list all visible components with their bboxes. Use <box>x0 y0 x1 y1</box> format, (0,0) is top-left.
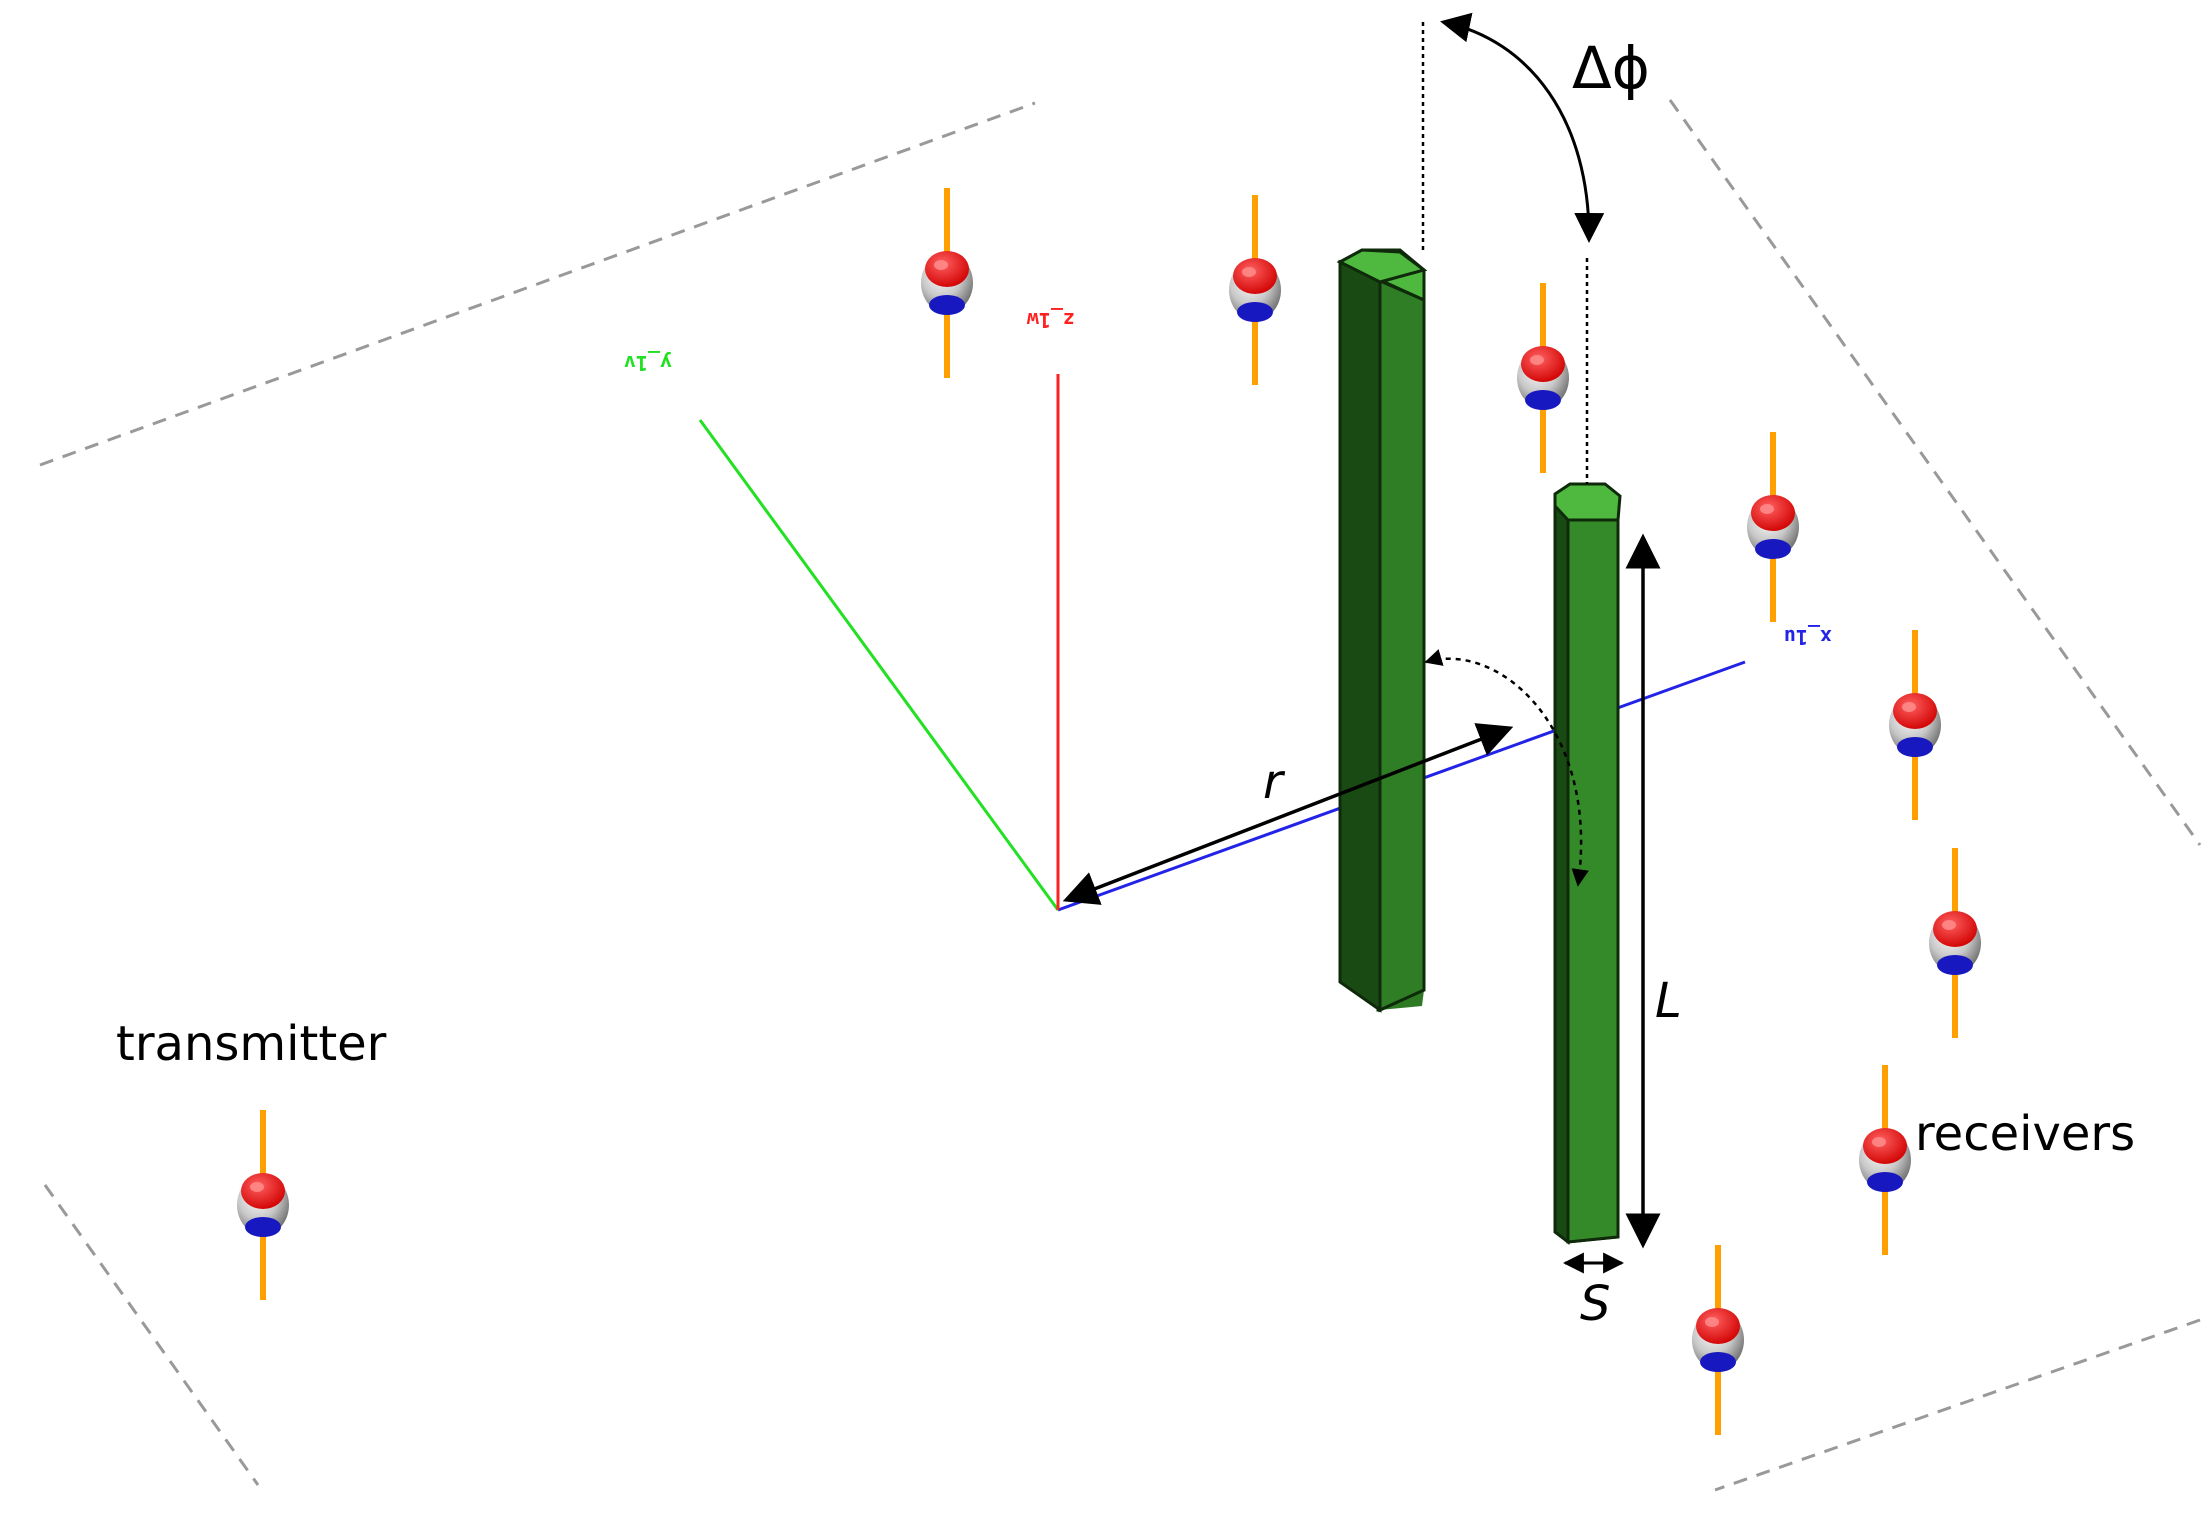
length-annotation: L <box>1625 533 1682 1249</box>
rod-front <box>1553 482 1622 1246</box>
spacing-annotation: S <box>1562 1252 1625 1332</box>
receiver-icon <box>1889 630 1941 820</box>
axis-y-line <box>698 419 1060 911</box>
transmitter-icon <box>237 1110 289 1300</box>
receiver-icon <box>1747 432 1799 622</box>
axis-z-label: z_1w <box>1026 308 1075 332</box>
length-label: L <box>1655 973 1682 1029</box>
receiver-array <box>921 188 1981 1435</box>
receivers-label: receivers <box>1915 1106 2135 1162</box>
receiver-icon <box>921 188 973 378</box>
radius-annotation: r <box>1062 723 1514 905</box>
spacing-label: S <box>1580 1276 1610 1332</box>
delta-phi-label: Δϕ <box>1572 34 1650 102</box>
radius-label: r <box>1263 754 1286 810</box>
coordinate-axes: x_1u y_1v z_1w <box>624 308 1832 912</box>
delta-phi-annotation: Δϕ <box>1421 12 1650 484</box>
axis-x-label: x_1u <box>1784 625 1832 649</box>
receiver-icon <box>1692 1245 1744 1435</box>
transmitter-label: transmitter <box>116 1016 387 1072</box>
ground-plane-outline <box>39 99 2202 1492</box>
rod-rear <box>1336 248 1428 1013</box>
receiver-icon <box>1229 195 1281 385</box>
receiver-icon <box>1929 848 1981 1038</box>
rotation-arc <box>1424 649 1589 887</box>
axis-y-label: y_1v <box>624 351 672 375</box>
receiver-icon <box>1517 283 1569 473</box>
receiver-icon <box>1859 1065 1911 1255</box>
